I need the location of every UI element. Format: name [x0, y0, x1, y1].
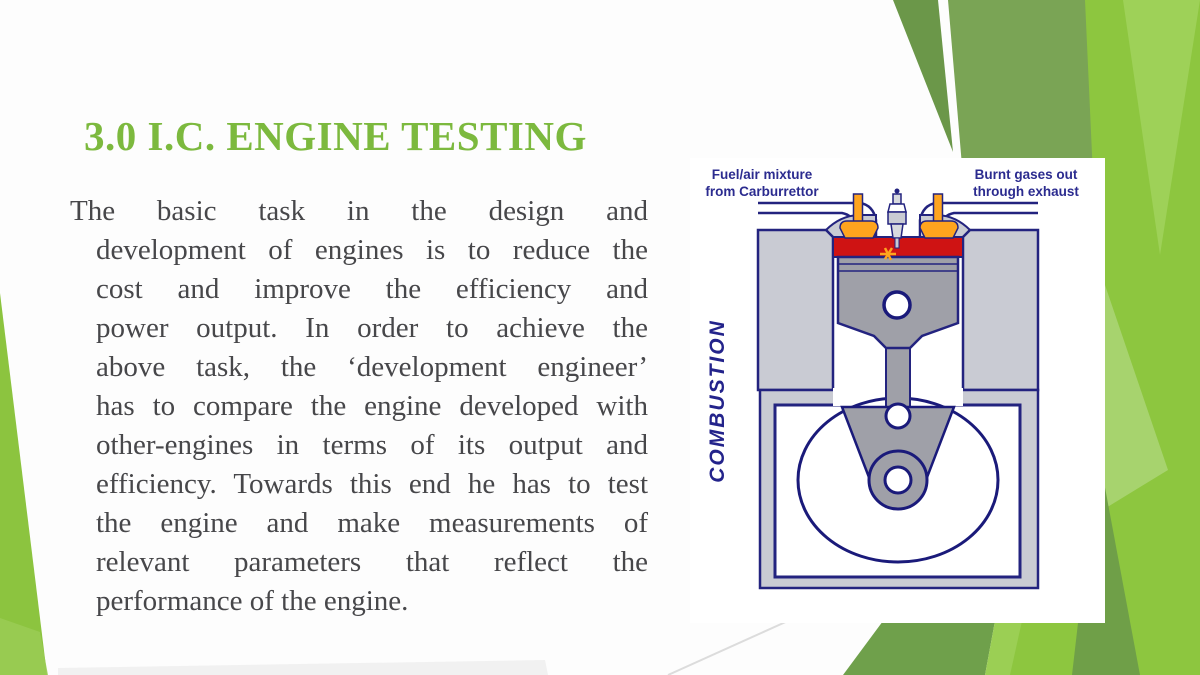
body-line: has to compare the engine developed with — [96, 390, 648, 422]
body-line: relevant parameters that reflect the — [96, 546, 648, 578]
cylinder-wall-right — [961, 228, 1040, 392]
body-paragraph: The basic task in the design and develop… — [70, 192, 648, 621]
green-shape-stripe-bottom — [985, 621, 1022, 675]
green-shape-olive-bottom — [843, 621, 995, 675]
spark-plug — [887, 188, 907, 249]
body-line: cost and improve the efficiency and — [96, 273, 648, 305]
wrist-pin — [882, 290, 912, 320]
burnt-gases-label: Burnt gases out through exhaust — [973, 167, 1079, 199]
body-line: above task, the ‘development engineer’ — [96, 351, 648, 383]
engine-diagram-panel: Fuel/air mixture from Carburrettor Burnt… — [690, 158, 1105, 623]
body-line: the engine and make measurements of — [96, 507, 648, 539]
exhaust-valve — [919, 193, 959, 239]
green-shape-light-top — [1123, 0, 1200, 255]
green-triangle-left — [0, 293, 47, 675]
intake-valve — [839, 193, 879, 239]
green-triangle-left-shade — [0, 618, 48, 675]
spark-icon — [880, 247, 896, 261]
body-line: other-engines in terms of its output and — [96, 429, 648, 461]
crank-pin — [884, 402, 912, 430]
engine-diagram — [756, 188, 1040, 590]
body-line: The basic task in the design and — [70, 195, 648, 227]
faint-diagonal-line — [667, 619, 791, 675]
combustion-label: COMBUSTION — [706, 319, 729, 483]
body-line: power output. In order to achieve the — [96, 312, 648, 344]
green-shape-dark-top — [893, 0, 953, 152]
crank-hub-hole — [883, 465, 913, 495]
body-line: efficiency. Towards this end he has to t… — [96, 468, 648, 500]
cylinder-wall-left — [756, 228, 835, 392]
body-line: performance of the engine. — [96, 585, 409, 617]
fuel-air-label: Fuel/air mixture from Carburrettor — [705, 167, 819, 199]
faint-bottom-band — [58, 660, 548, 675]
slide-title: 3.0 I.C. ENGINE TESTING — [84, 113, 587, 159]
body-line: development of engines is to reduce the — [96, 234, 648, 266]
